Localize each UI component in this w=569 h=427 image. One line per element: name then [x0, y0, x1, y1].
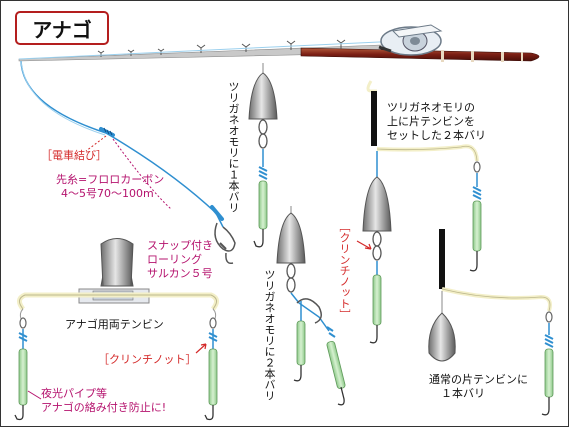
- label-clinch-bottom: ［クリンチノット］: [98, 353, 197, 366]
- label-rig4-line2: １本バリ: [441, 387, 485, 400]
- title-text: アナゴ: [32, 17, 92, 42]
- double-tenbin-rig: [14, 238, 219, 421]
- label-rig3-line1: ツリガネオモリの: [387, 101, 475, 114]
- label-rig3-line3: セットした２本バリ: [387, 129, 486, 142]
- rig-two-hooks: [276, 206, 346, 406]
- rig-tenbin-over-sinker: [356, 80, 482, 344]
- label-snap-line1: スナップ付き: [147, 239, 213, 252]
- label-anago-tenbin: アナゴ用両テンビン: [65, 318, 164, 331]
- label-rig3-line2: 上に片テンビンを: [387, 115, 475, 128]
- main-line: [20, 60, 236, 265]
- rig-one-hook: [248, 63, 278, 248]
- label-yako-line1: 夜光パイプ等: [41, 387, 107, 400]
- label-leader-line2: 4～5号70～100m: [61, 187, 154, 200]
- label-snap-line3: サルカン５号: [147, 267, 213, 280]
- label-snap-line2: ローリング: [147, 253, 202, 266]
- label-clinch-mid: ［クリンチノット］: [338, 221, 351, 320]
- page-title: アナゴ: [15, 11, 109, 45]
- rig-regular-tenbin: [428, 229, 554, 416]
- reel: [378, 24, 443, 56]
- label-knot-dentai: ［電車結び］: [41, 149, 107, 162]
- label-leader-line1: 先糸=フロロカーボン: [56, 173, 165, 186]
- label-yako-line2: アナゴの絡み付き防止に!: [41, 401, 167, 414]
- label-rig4-line1: 通常の片テンビンに: [429, 373, 528, 386]
- label-rig2: ツリガネオモリに２本バリ: [263, 269, 276, 401]
- label-rig1: ツリガネオモリに１本バリ: [227, 81, 240, 213]
